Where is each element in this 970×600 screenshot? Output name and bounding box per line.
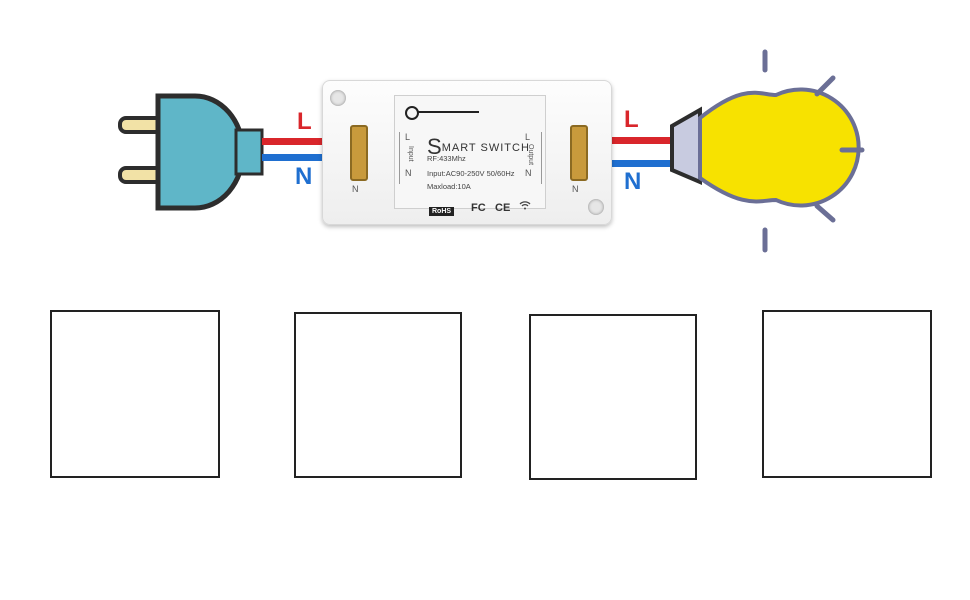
input-side-label: Input bbox=[407, 146, 414, 162]
appliance-frame-fan bbox=[294, 312, 462, 478]
input-n-port-mark: N bbox=[405, 168, 412, 178]
light-bulb-icon bbox=[670, 49, 865, 253]
signal-icon bbox=[519, 201, 531, 210]
input-wires bbox=[262, 138, 337, 161]
rf-spec: RF:433Mhz bbox=[427, 154, 466, 163]
output-l-mark: L bbox=[525, 132, 531, 142]
input-terminal bbox=[350, 125, 368, 181]
pairing-button-icon bbox=[405, 106, 419, 120]
ce-mark: CE bbox=[495, 202, 511, 214]
output-side-label: Output bbox=[527, 144, 534, 166]
smart-switch-module: N N SMART SWITCH RF:433Mhz Input:AC90-25… bbox=[322, 80, 612, 225]
switch-title: SMART SWITCH bbox=[427, 134, 530, 159]
rohs-badge: RoHS bbox=[429, 207, 455, 216]
output-terminal bbox=[570, 125, 588, 181]
switch-label-panel: SMART SWITCH RF:433Mhz Input:AC90-250V 5… bbox=[394, 95, 546, 216]
input-n-mark: N bbox=[352, 184, 359, 194]
output-n-port-mark: N bbox=[525, 168, 532, 178]
appliance-frame-aquarium bbox=[762, 310, 932, 478]
plug-icon bbox=[118, 93, 264, 211]
output-neutral-label: N bbox=[624, 168, 642, 195]
appliance-frame-humidifier bbox=[529, 314, 697, 480]
input-neutral-label: N bbox=[295, 163, 313, 190]
appliance-frame-chandelier bbox=[50, 310, 220, 478]
input-spec: Input:AC90-250V 50/60Hz bbox=[427, 169, 515, 178]
screw-hole-icon bbox=[330, 90, 346, 106]
maxload-spec: Maxload:10A bbox=[427, 182, 471, 191]
output-live-label: L bbox=[624, 106, 639, 133]
output-wires bbox=[595, 137, 673, 167]
fcc-mark: FC bbox=[471, 202, 486, 214]
output-n-mark: N bbox=[572, 184, 579, 194]
input-live-label: L bbox=[297, 108, 312, 135]
input-l-mark: L bbox=[405, 132, 411, 142]
screw-hole-icon bbox=[588, 199, 604, 215]
